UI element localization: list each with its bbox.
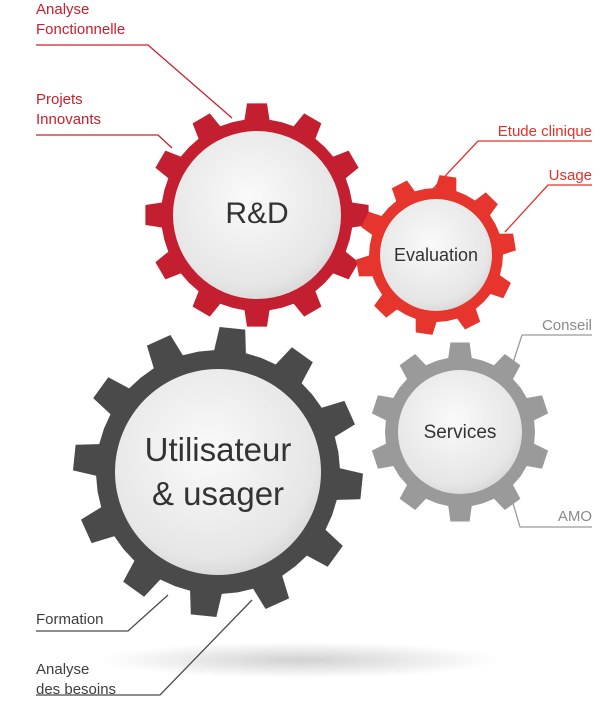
gear-utilisateur — [73, 327, 363, 617]
line-projets-innovants — [36, 134, 173, 149]
gear-rd-hub — [173, 131, 341, 299]
line-etude-clinique — [431, 140, 592, 191]
line-usage — [504, 184, 592, 233]
line-formation — [36, 594, 169, 632]
gear-rd-label: R&D — [225, 197, 289, 230]
line-analyse-besoins — [36, 599, 253, 696]
line-analyse-fonctionnelle — [36, 44, 233, 119]
label-analyse-fonctionnelle-line1: Analyse — [36, 1, 90, 18]
gear-services-hub — [398, 370, 522, 494]
label-projets-innovants-line2: Innovants — [36, 111, 102, 128]
gear-rd — [145, 103, 369, 327]
gear-utilisateur-label-line2: & usager — [151, 475, 285, 512]
label-amo: AMO — [557, 508, 592, 525]
gear-utilisateur-label-line1: Utilisateur — [144, 431, 292, 468]
gear-services — [371, 342, 549, 522]
label-formation: Formation — [36, 611, 104, 628]
line-conseil — [509, 334, 592, 373]
connector-lines — [36, 44, 592, 696]
label-analyse-fonctionnelle-line2: Fonctionnelle — [36, 21, 126, 38]
ground-shadow — [100, 642, 500, 678]
gear-utilisateur-hub — [115, 369, 321, 575]
line-amo — [509, 492, 592, 528]
label-analyse-besoins-line2: des besoins — [36, 681, 117, 698]
label-analyse-besoins-line1: Analyse — [36, 661, 90, 678]
label-usage: Usage — [548, 167, 592, 184]
gear-services-label: Services — [423, 422, 497, 443]
gear-evaluation-label: Evaluation — [393, 245, 479, 265]
gear-evaluation — [356, 175, 516, 335]
gear-evaluation-hub — [380, 199, 492, 311]
label-projets-innovants-line1: Projets — [36, 91, 83, 108]
label-etude-clinique: Etude clinique — [497, 123, 592, 140]
label-conseil: Conseil — [541, 317, 592, 334]
